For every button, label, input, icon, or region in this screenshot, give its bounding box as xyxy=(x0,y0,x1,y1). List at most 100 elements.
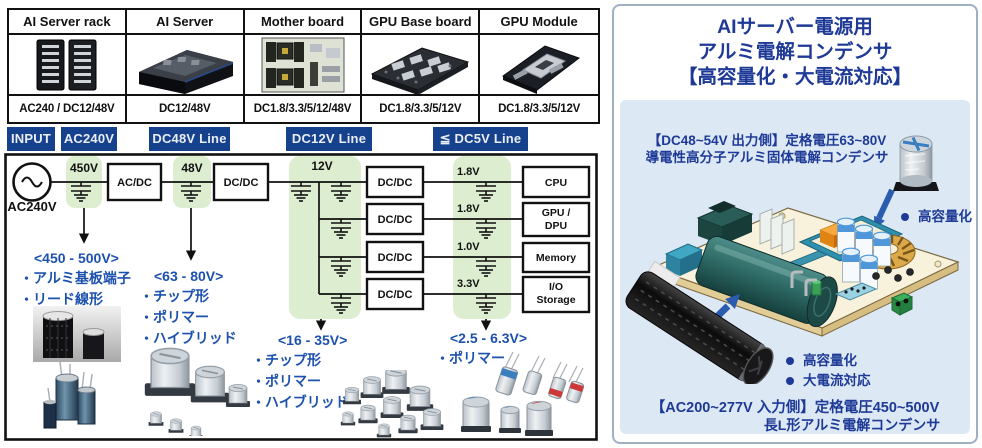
rail-voltage: 1.8V xyxy=(457,166,480,178)
voltage-range: <2.5 - 6.3V> xyxy=(450,330,528,346)
dcdc-label: DC/DC xyxy=(224,177,259,189)
device-voltage: DC1.8/3.3/5/12V xyxy=(498,103,581,115)
dcdc-label: DC/DC xyxy=(378,177,413,189)
acdc-converter-box xyxy=(106,162,163,202)
power-flow-diagram: AC240V 450V 48V 12V AC/DC DC/DC DC/DC DC… xyxy=(4,153,598,441)
source-label: AC240V xyxy=(7,199,56,214)
gpu-base-board-image xyxy=(362,35,481,96)
gpu-module-image xyxy=(480,35,598,96)
cap-group-16-35v: <16 - 35V> チップ形 ポリマー ハイブリッド xyxy=(252,330,349,413)
cap-type-item: チップ形 xyxy=(140,286,237,307)
dcdc-converter-box xyxy=(365,165,425,199)
acdc-label: AC/DC xyxy=(117,177,152,189)
black-capacitor-photo xyxy=(625,260,774,384)
ac-source: AC240V xyxy=(7,162,57,214)
badge-dc48v-line: DC48V Line xyxy=(149,127,230,151)
dcdc-converter-box xyxy=(365,240,425,274)
cap-type-item: ポリマー xyxy=(436,348,527,369)
badge-input: INPUT xyxy=(7,127,55,151)
node-450v: 450V xyxy=(70,161,98,175)
load-label: DPU xyxy=(545,220,567,232)
title-line: アルミ電解コンデンサ xyxy=(697,41,893,63)
load-box-io-storage xyxy=(521,275,591,314)
bullet-dot-icon xyxy=(786,357,794,366)
pointer-arrows xyxy=(78,208,492,331)
device-voltage: DC12/48V xyxy=(127,96,245,122)
output-feature: 高容量化 xyxy=(901,208,972,226)
dcdc-label: DC/DC xyxy=(378,252,413,264)
cap-type-item: リード線形 xyxy=(20,289,131,310)
chip-capacitors-photo-63v xyxy=(143,347,251,436)
feature-label: 大電流対応 xyxy=(803,373,871,388)
dcdc-label: DC/DC xyxy=(378,214,413,226)
device-col-header: Mother board xyxy=(244,10,363,35)
voltage-range: <16 - 35V> xyxy=(278,332,348,348)
badge-dc5v-line: ≦ DC5V Line xyxy=(433,127,528,151)
cap-group-63-80v: <63 - 80V> チップ形 ポリマー ハイブリッド xyxy=(140,266,237,349)
cap-type-item: ポリマー xyxy=(140,307,237,328)
mother-board-image xyxy=(244,35,363,96)
load-label: CPU xyxy=(545,177,567,189)
device-table: AI Server rack AI Server Mother board GP… xyxy=(7,8,600,124)
device-voltage: DC1.8/3.3/5/12/48V xyxy=(245,96,363,122)
dcdc-converter-box xyxy=(212,162,270,202)
feature-label: 高容量化 xyxy=(918,209,972,224)
input-feature: 大電流対応 xyxy=(786,372,871,390)
cap-type-item: チップ形 xyxy=(252,350,349,371)
input-caption-line2: 長L形アルミ電解コンデンサ xyxy=(763,417,941,433)
zone-12v xyxy=(289,156,361,319)
output-side-caption: 【DC48~54V 出力側】定格電圧63~80V 導電性高分子アルミ固体電解コン… xyxy=(626,132,908,166)
cap-type-item: ハイブリッド xyxy=(252,392,349,413)
diagram-frame xyxy=(4,153,598,441)
cap-type-item: ハイブリッド xyxy=(140,328,237,349)
bullet-dot-icon xyxy=(786,377,794,386)
cap-type-item: ポリマー xyxy=(252,371,349,392)
load-box-memory xyxy=(521,241,591,274)
cap-group-450-500v: <450 - 500V> アルミ基板端子 リード線形 xyxy=(20,248,131,310)
radial-lead-capacitors-photo xyxy=(43,362,96,429)
rail-voltage: 1.8V xyxy=(457,203,480,215)
chip-capacitors-photo-16v xyxy=(340,370,444,438)
sine-wave-icon xyxy=(21,176,43,188)
title-line: 【高容量化・大電流対応】 xyxy=(677,66,912,88)
ai-server-rack-image xyxy=(9,35,127,96)
device-voltage: AC240 / DC12/48V xyxy=(9,96,127,122)
zone-5v xyxy=(453,156,511,319)
cap-type-item: アルミ基板端子 xyxy=(20,268,131,289)
psu-board-illustration xyxy=(650,201,960,338)
voltage-range: <450 - 500V> xyxy=(34,250,119,266)
load-label: Memory xyxy=(536,252,576,264)
device-col-header: AI Server xyxy=(126,10,245,35)
wires xyxy=(50,181,523,295)
dcdc-converter-box xyxy=(365,277,425,311)
device-col-header: GPU Module xyxy=(480,10,598,35)
snap-in-capacitors-photo xyxy=(33,306,121,362)
cap-group-2.5-6.3v: <2.5 - 6.3V> ポリマー xyxy=(436,328,527,369)
load-label: GPU / xyxy=(542,207,571,219)
output-cap-bank xyxy=(836,217,892,290)
load-box-cpu xyxy=(521,165,591,199)
rail-voltage: 3.3V xyxy=(457,278,480,290)
input-caption-line1: 【AC200~277V 入力側】定格電圧450~500V xyxy=(650,400,940,416)
polymer-capacitors-photo xyxy=(461,352,585,436)
node-12v: 12V xyxy=(311,159,332,173)
feature-label: 高容量化 xyxy=(803,353,857,368)
device-col-header: AI Server rack xyxy=(9,10,127,35)
dcdc-converter-box xyxy=(365,202,425,236)
device-voltage: DC1.8/3.3/5/12V xyxy=(362,96,481,122)
badge-dc12v-line: DC12V Line xyxy=(286,127,372,151)
voltage-range: <63 - 80V> xyxy=(154,268,224,284)
load-label: I/O xyxy=(549,281,563,293)
input-feature: 高容量化 xyxy=(786,352,857,370)
right-panel-title: AIサーバー電源用 アルミ電解コンデンサ 【高容量化・大電流対応】 xyxy=(614,15,976,90)
load-box-gpu-dpu xyxy=(521,201,591,238)
node-48v: 48V xyxy=(181,161,202,175)
right-panel: AIサーバー電源用 アルミ電解コンデンサ 【高容量化・大電流対応】 【DC48~… xyxy=(612,4,978,444)
badge-ac240v: AC240V xyxy=(61,127,117,151)
bullet-dot-icon xyxy=(901,213,909,222)
output-caption-line1: 【DC48~54V 出力側】定格電圧63~80V xyxy=(647,133,887,148)
load-label: Storage xyxy=(536,294,575,306)
rail-voltage: 1.0V xyxy=(457,241,480,253)
ai-server-image xyxy=(126,35,245,96)
